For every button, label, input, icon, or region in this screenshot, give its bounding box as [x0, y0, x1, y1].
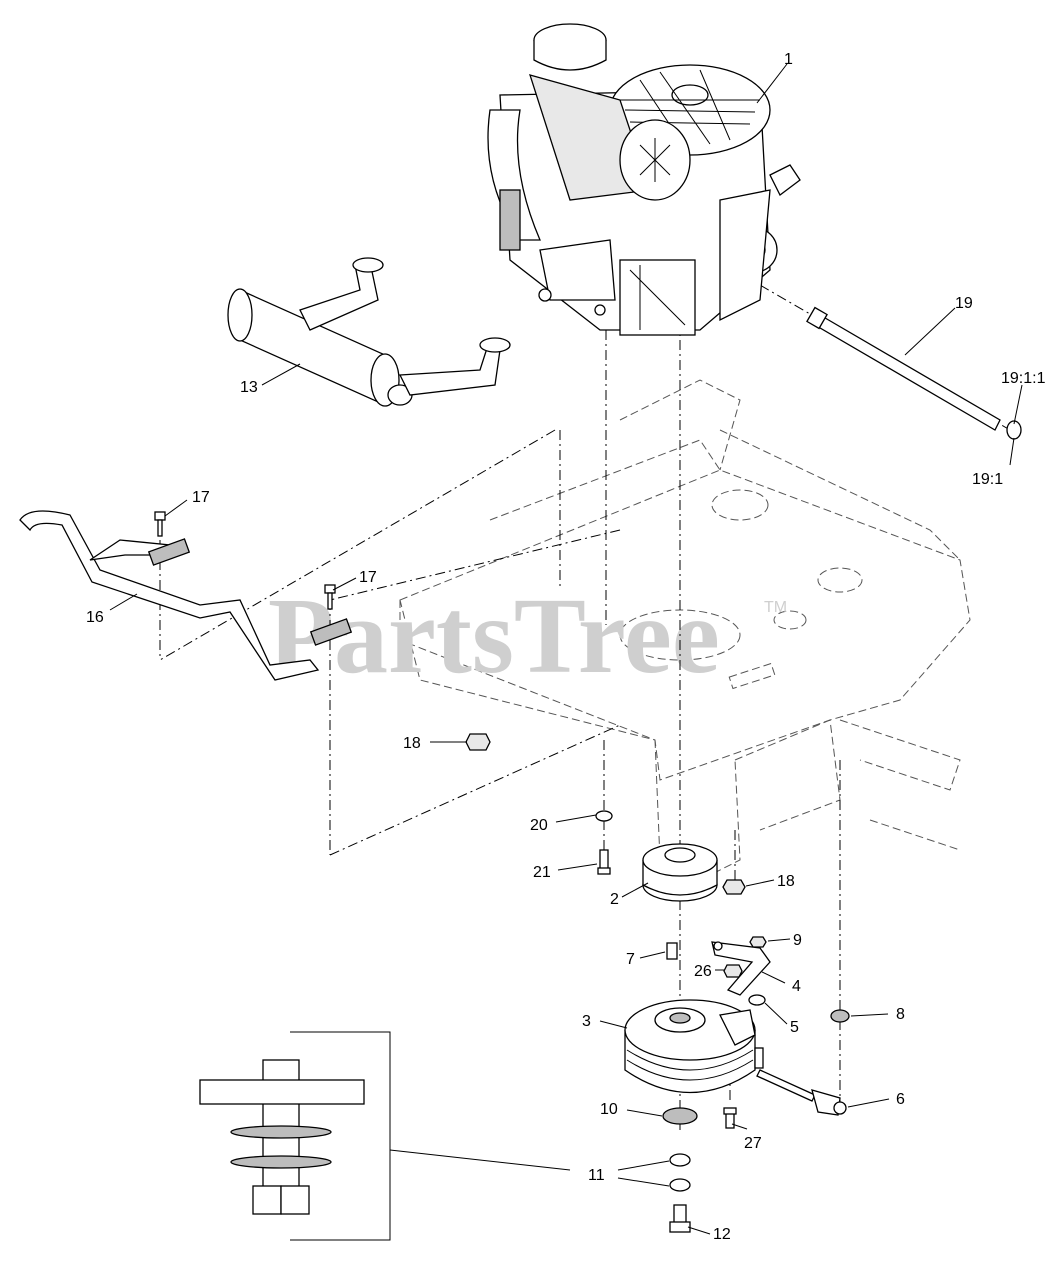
callout-27: 27: [744, 1135, 762, 1152]
callout-18-b: 18: [777, 873, 795, 890]
engine-part: [487, 23, 801, 336]
callout-2: 2: [610, 891, 619, 908]
muffler-part: [227, 257, 511, 407]
callout-1: 1: [784, 51, 793, 68]
leader-lines: [109, 63, 1023, 1235]
callout-8: 8: [896, 1006, 905, 1023]
callout-19-1-1: 19:1:1: [1001, 370, 1046, 387]
watermark-trademark: TM: [764, 599, 787, 616]
callout-4: 4: [792, 978, 801, 995]
callout-17-b: 17: [359, 569, 377, 586]
callout-19: 19: [955, 295, 973, 312]
linkage-rod-part: [754, 1047, 847, 1116]
clutch-part: [624, 999, 756, 1094]
callout-16: 16: [86, 609, 104, 626]
callout-13: 13: [240, 379, 258, 396]
callout-labels: 1 19 19:1:1 19:1 13 17 17 16 18 20 21 2 …: [86, 51, 1046, 1243]
drain-hose-part: [806, 306, 1022, 440]
callout-12: 12: [713, 1226, 731, 1243]
callout-6: 6: [896, 1091, 905, 1108]
callout-17-a: 17: [192, 489, 210, 506]
callout-20: 20: [530, 817, 548, 834]
hardware-parts: [154, 511, 850, 1233]
callout-5: 5: [790, 1019, 799, 1036]
bracket-part: [711, 941, 771, 996]
callout-10: 10: [600, 1101, 618, 1118]
inset-detail: [199, 1031, 391, 1241]
callout-19-1: 19:1: [972, 471, 1003, 488]
callout-11: 11: [588, 1167, 605, 1184]
callout-7: 7: [626, 951, 635, 968]
callout-3: 3: [582, 1013, 591, 1030]
callout-26: 26: [694, 963, 712, 980]
handle-bar-part: [19, 510, 353, 681]
callout-18-a: 18: [403, 735, 421, 752]
pulley-part: [642, 843, 718, 902]
callout-9: 9: [793, 932, 802, 949]
callout-21: 21: [533, 864, 551, 881]
